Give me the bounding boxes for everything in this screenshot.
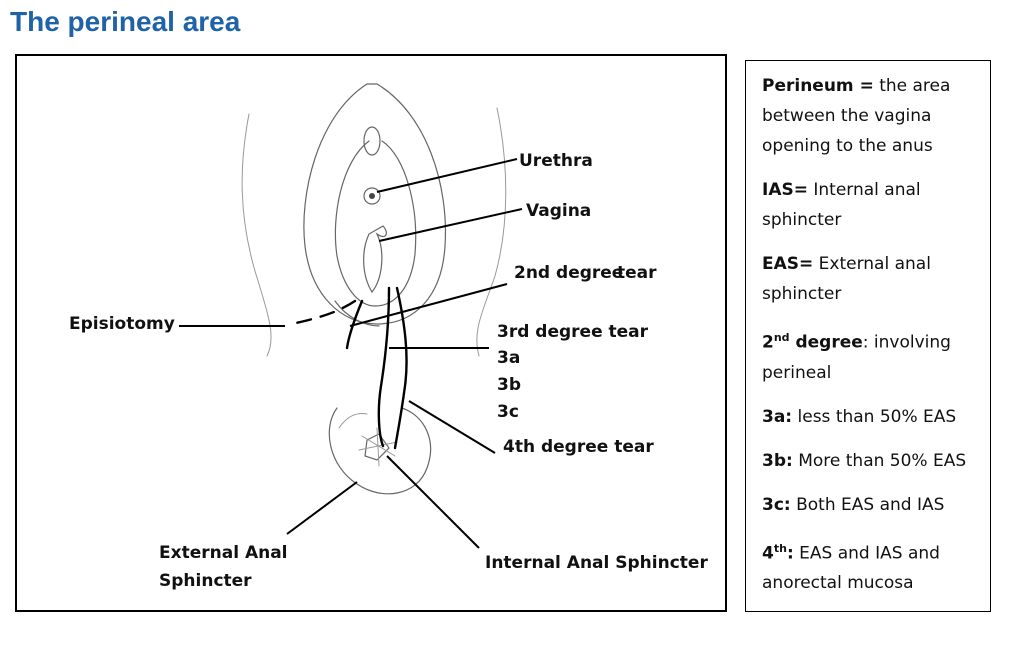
vaginal-opening <box>363 225 387 294</box>
page-title: The perineal area <box>10 6 241 37</box>
legend-fourth-text: EAS and IAS and anorectal mucosa <box>762 543 940 594</box>
episiotomy-line <box>290 299 357 326</box>
legend-second-text: : involving perineal <box>762 332 951 383</box>
legend-3c: 3c: Both EAS and IAS <box>762 490 980 520</box>
legend-second-sup: nd <box>773 331 790 344</box>
legend-second-num: 2 <box>762 332 774 353</box>
label-3a: 3a <box>497 348 520 368</box>
legend-perineum-term: Perineum = <box>762 76 874 96</box>
right-thigh-outline <box>476 107 507 357</box>
label-external-sphincter-line2: Sphincter <box>159 571 252 591</box>
label-third-degree: 3rd degree tear <box>497 322 649 342</box>
vagina-leader <box>378 208 523 242</box>
legend-fourth-degree: 4th: EAS and IAS and anorectal mucosa <box>762 534 980 599</box>
label-vagina: Vagina <box>526 201 591 221</box>
external-sphincter-outline <box>328 407 432 495</box>
urethra-leader <box>376 158 518 193</box>
label-second-degree: 2nd degree <box>514 263 623 283</box>
legend-eas-term: EAS= <box>762 254 814 274</box>
legend-fourth-num: 4 <box>762 543 774 564</box>
legend-3a: 3a: less than 50% EAS <box>762 402 980 432</box>
fourth-degree-leader <box>408 400 496 454</box>
legend-ias: IAS= Internal anal sphincter <box>762 175 980 235</box>
anal-folds <box>358 427 398 467</box>
third-degree-tear-line-left <box>377 286 391 448</box>
diagram-frame: Urethra Vagina 2nd degree tear Episiotom… <box>15 54 727 612</box>
legend-eas-text: External anal sphincter <box>762 254 931 304</box>
definitions-panel: Perineum = the area between the vagina o… <box>745 60 991 612</box>
fourchette <box>334 300 380 327</box>
label-urethra: Urethra <box>519 151 593 171</box>
legend-3c-term: 3c: <box>762 494 791 515</box>
internal-sphincter-leader <box>386 455 480 549</box>
legend-3a-text: less than 50% EAS <box>792 406 957 427</box>
label-3b: 3b <box>497 375 521 395</box>
legend-ias-term: IAS= <box>762 180 808 200</box>
legend-perineum-text: the area between the vagina opening to t… <box>762 76 951 156</box>
label-second-tear: tear <box>617 263 657 283</box>
legend-3b-term: 3b: <box>762 450 793 471</box>
external-sphincter-leader <box>286 481 358 535</box>
label-internal-sphincter: Internal Anal Sphincter <box>485 553 708 573</box>
clitoris <box>363 126 381 156</box>
label-episiotomy: Episiotomy <box>69 314 175 334</box>
anal-skin-fold <box>338 413 368 429</box>
legend-perineum: Perineum = the area between the vagina o… <box>762 71 980 161</box>
legend-3c-text: Both EAS and IAS <box>790 494 945 515</box>
legend-second-degree: 2nd degree: involving perineal <box>762 323 980 388</box>
legend-3a-term: 3a: <box>762 406 793 427</box>
legend-eas: EAS= External anal sphincter <box>762 249 980 309</box>
legend-second-term: degree <box>789 332 863 353</box>
urethra-dot <box>369 193 375 199</box>
legend-fourth-sup: th <box>773 541 787 555</box>
inner-labia <box>334 140 417 307</box>
perineum-sketch: Urethra Vagina 2nd degree tear Episiotom… <box>69 83 708 591</box>
legend-3b: 3b: More than 50% EAS <box>762 446 980 476</box>
label-3c: 3c <box>497 402 519 422</box>
label-fourth-degree: 4th degree tear <box>503 437 654 457</box>
legend-3b-text: More than 50% EAS <box>792 450 967 471</box>
legend-fourth-term: : <box>786 543 794 564</box>
label-external-sphincter-line1: External Anal <box>159 543 288 563</box>
legend-ias-text: Internal anal sphincter <box>762 180 921 230</box>
urethra-opening <box>363 187 381 205</box>
left-thigh-outline <box>241 113 272 357</box>
second-degree-leader <box>349 283 508 327</box>
third-degree-tear-line-right <box>393 286 408 450</box>
outer-labia <box>303 83 447 325</box>
anal-opening <box>364 433 390 461</box>
